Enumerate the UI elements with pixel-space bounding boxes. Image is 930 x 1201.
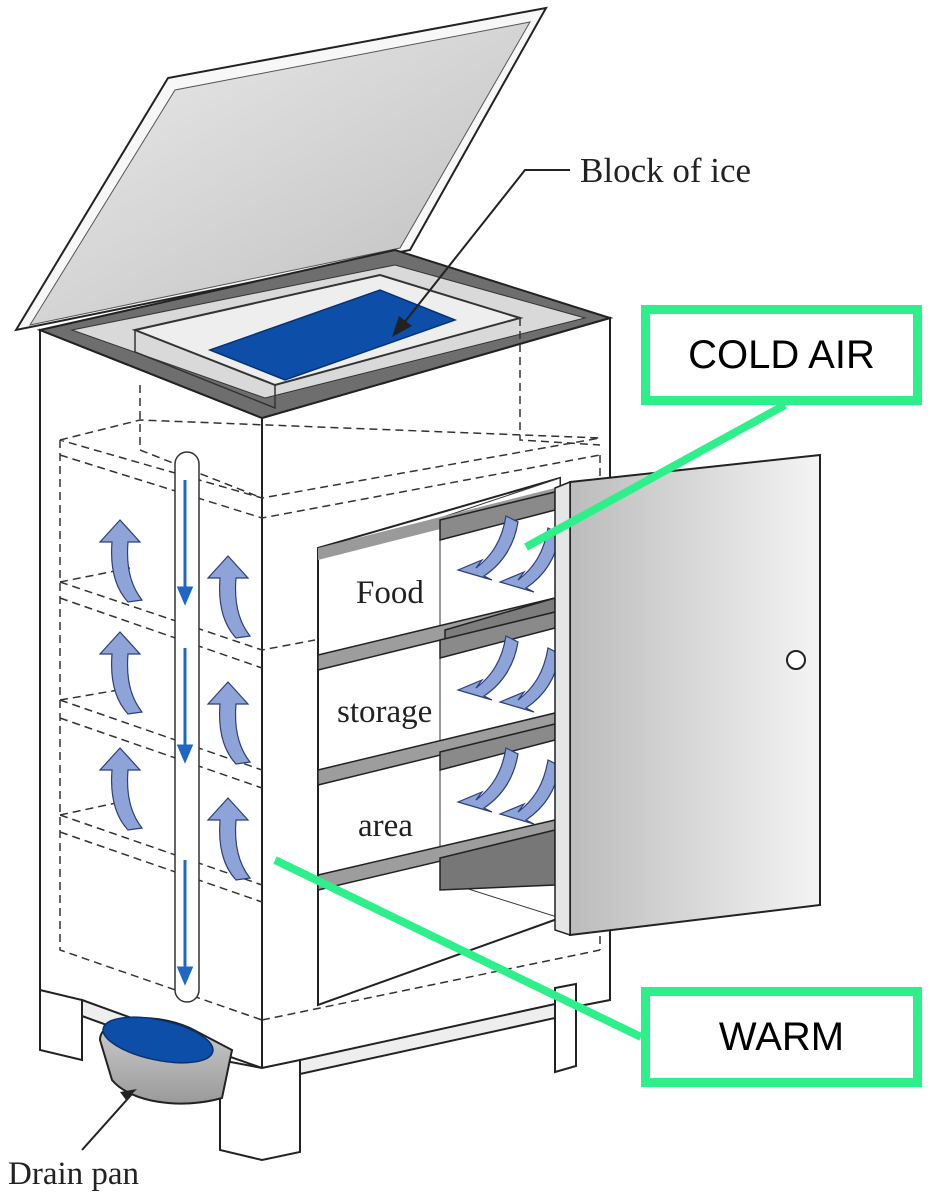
block-of-ice-leader xyxy=(392,169,570,337)
warm-callout: WARM xyxy=(641,987,922,1087)
cold-air-label: COLD AIR xyxy=(688,332,875,377)
block-of-ice-label: Block of ice xyxy=(580,151,751,190)
door-knob-icon xyxy=(786,650,806,670)
cold-air-pointer xyxy=(524,401,787,551)
open-door xyxy=(554,453,821,937)
block-of-ice xyxy=(207,289,458,381)
drain-pan-leader xyxy=(81,1089,137,1151)
curved-up-arrow-icon xyxy=(98,519,252,881)
warm-pointer xyxy=(273,856,643,1041)
curved-down-arrow-icon xyxy=(456,515,561,825)
cold-air-tube xyxy=(174,451,200,1003)
storage-label: storage xyxy=(337,694,432,730)
drain-pan-label: Drain pan xyxy=(8,1156,139,1192)
warm-label: WARM xyxy=(718,1014,845,1059)
straight-down-arrow-icon xyxy=(176,480,194,986)
food-label: Food xyxy=(356,575,424,611)
storage-shelves xyxy=(317,491,556,891)
cold-air-callout: COLD AIR xyxy=(641,305,922,405)
area-label: area xyxy=(358,808,413,844)
